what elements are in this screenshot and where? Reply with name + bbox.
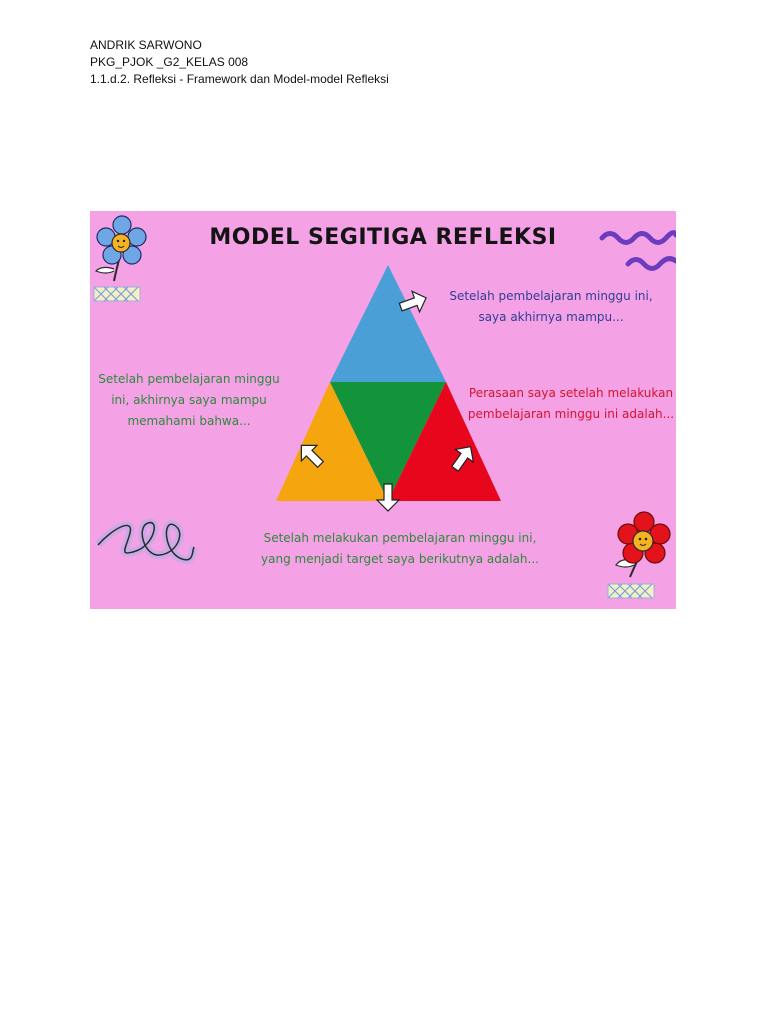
arrow-top-right-icon — [398, 290, 427, 314]
caption-left: Setelah pembelajaran minggu ini, akhirny… — [98, 372, 280, 428]
purple-squiggle-icon — [599, 230, 676, 271]
red-flower-icon — [607, 511, 671, 599]
document-header: ANDRIK SARWONO PKG_PJOK _G2_KELAS 008 1.… — [90, 37, 389, 88]
poster-graphics — [93, 215, 676, 599]
caption-top: Setelah pembelajaran minggu ini, saya ak… — [449, 289, 653, 324]
arrow-down-icon — [375, 483, 401, 512]
arrow-up-right-icon — [451, 446, 475, 472]
class-code: PKG_PJOK _G2_KELAS 008 — [90, 55, 249, 69]
blue-flower-icon — [93, 215, 147, 302]
poster-title: MODEL SEGITIGA REFLEKSI — [209, 225, 557, 250]
arrow-up-left-icon — [300, 444, 325, 469]
document-subject: 1.1.d.2. Refleksi - Framework dan Model-… — [90, 72, 389, 86]
reflection-triangle-poster: MODEL SEGITIGA REFLEKSI Setelah pembelaj… — [90, 211, 676, 609]
triangle-center — [330, 382, 446, 501]
author-name: ANDRIK SARWONO — [90, 38, 202, 52]
lavender-loop-icon — [94, 518, 198, 564]
triangle-top — [330, 265, 446, 382]
caption-bottom: Setelah melakukan pembelajaran minggu in… — [261, 531, 539, 566]
caption-right: Perasaan saya setelah melakukan pembelaj… — [467, 386, 675, 421]
triangle-right — [388, 382, 501, 501]
triangle-left — [276, 382, 388, 501]
